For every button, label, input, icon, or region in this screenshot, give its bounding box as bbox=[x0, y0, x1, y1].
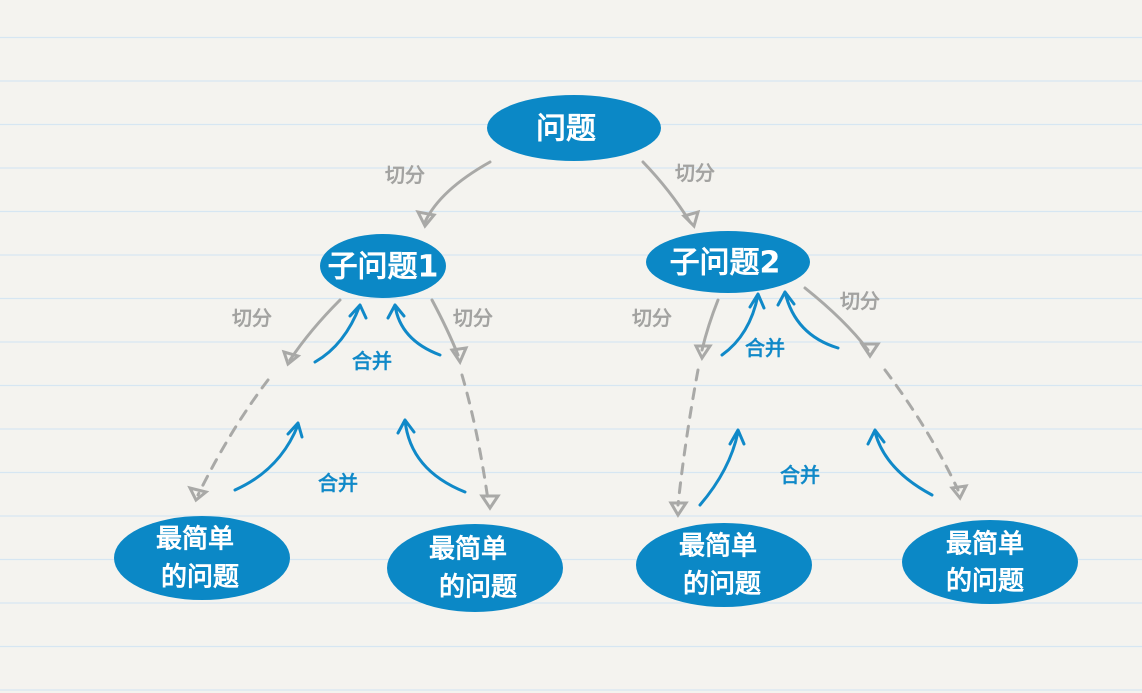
arrowhead bbox=[449, 346, 469, 366]
merge-arrow bbox=[233, 421, 304, 492]
leaf-node-4: 最简单 的问题 bbox=[902, 520, 1078, 604]
split-arrow-dashed bbox=[196, 378, 270, 497]
svg-text:问题: 问题 bbox=[536, 112, 596, 147]
split-label: 切分 bbox=[385, 163, 425, 187]
merge-arrow bbox=[866, 428, 934, 497]
svg-text:最简单: 最简单 bbox=[156, 524, 234, 555]
arrowhead bbox=[681, 209, 701, 229]
merge-arrow bbox=[396, 418, 467, 494]
subproblem-2-node: 子问题2 bbox=[646, 231, 810, 293]
merge-label: 合并 bbox=[352, 349, 392, 373]
arrowhead bbox=[415, 209, 437, 229]
split-label: 切分 bbox=[632, 306, 672, 330]
merge-arrow bbox=[720, 292, 766, 357]
split-label: 切分 bbox=[840, 289, 880, 313]
split-arrow-dashed bbox=[460, 373, 490, 502]
svg-text:最简单: 最简单 bbox=[429, 534, 507, 565]
split-label: 切分 bbox=[675, 161, 715, 185]
svg-text:子问题2: 子问题2 bbox=[670, 246, 781, 281]
merge-arrow bbox=[386, 303, 442, 357]
merge-label: 合并 bbox=[780, 463, 820, 487]
merge-arrow bbox=[313, 303, 368, 364]
merge-label: 合并 bbox=[318, 471, 358, 495]
arrowhead bbox=[668, 501, 689, 518]
merge-label: 合并 bbox=[745, 336, 785, 360]
svg-text:的问题: 的问题 bbox=[946, 566, 1024, 597]
arrowhead bbox=[859, 342, 881, 359]
arrowhead bbox=[949, 484, 969, 501]
arrowhead bbox=[479, 494, 501, 511]
subproblem-1-node: 子问题1 bbox=[320, 234, 446, 298]
merge-arrow bbox=[776, 290, 840, 350]
svg-text:的问题: 的问题 bbox=[683, 569, 761, 600]
split-arrow-dashed bbox=[676, 368, 700, 507]
arrowhead bbox=[693, 344, 713, 361]
svg-text:最简单: 最简单 bbox=[679, 531, 757, 562]
root-node: 问题 bbox=[487, 95, 661, 161]
leaf-node-1: 最简单 的问题 bbox=[114, 516, 290, 600]
leaf-node-2: 最简单 的问题 bbox=[387, 524, 563, 612]
split-label: 切分 bbox=[232, 306, 272, 330]
split-arrow bbox=[288, 298, 342, 362]
merge-arrow bbox=[698, 428, 746, 507]
svg-text:的问题: 的问题 bbox=[439, 572, 517, 603]
svg-text:的问题: 的问题 bbox=[161, 562, 239, 593]
arrowhead bbox=[281, 349, 302, 367]
arrowhead bbox=[187, 485, 210, 503]
svg-text:最简单: 最简单 bbox=[946, 529, 1024, 560]
svg-text:子问题1: 子问题1 bbox=[328, 250, 439, 285]
split-label: 切分 bbox=[453, 306, 493, 330]
leaf-node-3: 最简单 的问题 bbox=[636, 523, 812, 607]
split-arrow-root-left bbox=[423, 160, 492, 224]
